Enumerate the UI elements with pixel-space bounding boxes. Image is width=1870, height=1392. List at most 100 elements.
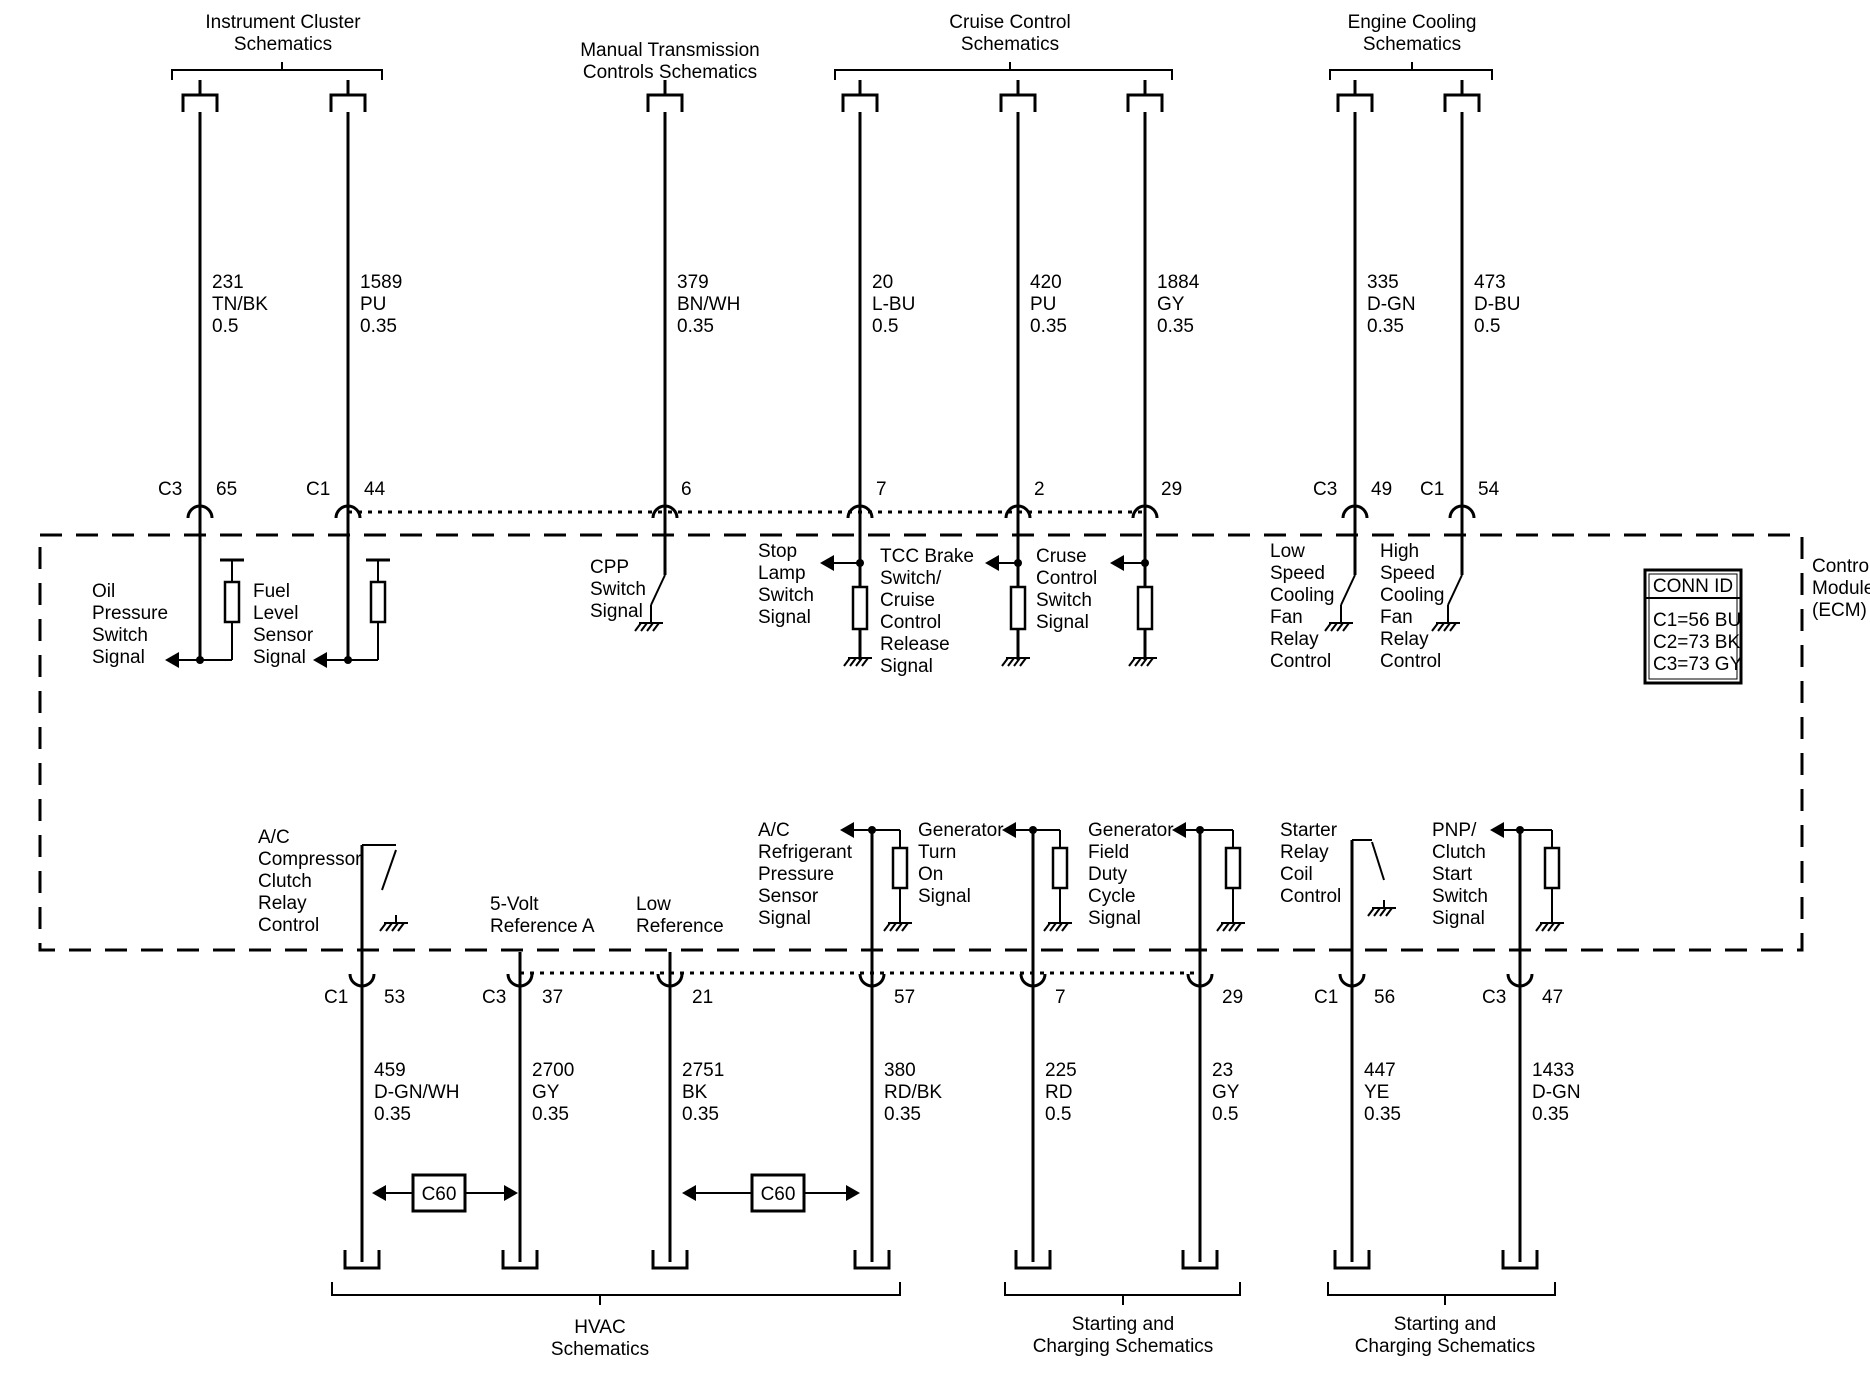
signal-label: Generator xyxy=(918,820,1004,841)
signal-label: Starter xyxy=(1280,820,1338,841)
signal-label: Signal xyxy=(918,886,971,907)
conn-id-line2: C2=73 BK xyxy=(1653,632,1740,653)
circuit-number: 2751 xyxy=(682,1060,724,1081)
signal-label: Stop xyxy=(758,541,797,562)
signal-label: Relay xyxy=(1280,842,1329,863)
wire-color: GY xyxy=(1157,294,1185,315)
wire-color: BN/WH xyxy=(677,294,740,315)
circuit-number: 23 xyxy=(1212,1060,1233,1081)
wire-gauge: 0.5 xyxy=(212,316,238,337)
diagram-static-graphics xyxy=(38,62,1804,1305)
connector-id: C3 xyxy=(1313,479,1337,500)
pin-number: 49 xyxy=(1371,479,1392,500)
connector-id: C1 xyxy=(324,987,348,1008)
wire-terminal xyxy=(181,93,219,112)
wire-terminal xyxy=(1336,93,1374,112)
wire-gauge: 0.5 xyxy=(872,316,898,337)
signal-label: On xyxy=(918,864,943,885)
control-module-label: Control Module (ECM) xyxy=(1812,556,1870,621)
connector-id: C1 xyxy=(1314,987,1338,1008)
header-bracket-engine-cooling xyxy=(1329,62,1493,80)
signal-label: Start xyxy=(1432,864,1473,885)
connector-id: C3 xyxy=(1482,987,1506,1008)
signal-label: Cruise xyxy=(880,590,935,611)
wire-gauge: 0.35 xyxy=(1367,316,1404,337)
signal-label: Clutch xyxy=(258,871,312,892)
header-bracket-starting-charging-2 xyxy=(1327,1282,1556,1305)
header-starting-charging-1-line2: Charging Schematics xyxy=(1033,1336,1214,1357)
wire-gauge: 0.35 xyxy=(374,1104,411,1125)
wire-terminal xyxy=(1443,93,1481,112)
signal-label: Clutch xyxy=(1432,842,1486,863)
wire-gauge: 0.35 xyxy=(360,316,397,337)
signal-label: PNP/ xyxy=(1432,820,1477,841)
wire-color: D-GN xyxy=(1367,294,1416,315)
signal-label: Signal xyxy=(1036,612,1089,633)
header-engine-cooling-line1: Engine Cooling xyxy=(1348,12,1477,33)
signal-label: Oil xyxy=(92,581,115,602)
circuit-number: 380 xyxy=(884,1060,916,1081)
header-hvac-line1: HVAC xyxy=(574,1317,625,1338)
header-bracket-starting-charging-1 xyxy=(1004,1282,1241,1305)
conn-id-title: CONN ID xyxy=(1653,576,1733,597)
header-bracket-hvac xyxy=(331,1282,901,1305)
pin-number: 21 xyxy=(692,987,713,1008)
control-module-boundary xyxy=(38,533,1804,952)
signal-label: Fan xyxy=(1270,607,1303,628)
splice-c60-left xyxy=(372,1173,518,1213)
signal-label: Signal xyxy=(1088,908,1141,929)
signal-label: Relay xyxy=(258,893,307,914)
signal-label: Switch xyxy=(92,625,148,646)
wire-terminal xyxy=(1333,1250,1371,1270)
wire-terminal xyxy=(329,93,367,112)
signal-label: Switch xyxy=(1432,886,1488,907)
circuit-number: 447 xyxy=(1364,1060,1396,1081)
wire-terminal xyxy=(501,1250,539,1270)
wire-gauge: 0.35 xyxy=(1364,1104,1401,1125)
wire-gauge: 0.35 xyxy=(1157,316,1194,337)
pin-number: 2 xyxy=(1034,479,1045,500)
wire-color: PU xyxy=(1030,294,1056,315)
conn-id-line1: C1=56 BU xyxy=(1653,610,1741,631)
signal-label: Lamp xyxy=(758,563,806,584)
signal-label: Switch xyxy=(1036,590,1092,611)
signal-label: TCC Brake xyxy=(880,546,974,567)
signal-label: Turn xyxy=(918,842,956,863)
signal-label: Reference xyxy=(636,916,724,937)
signal-label: Signal xyxy=(590,601,643,622)
pin-number: 54 xyxy=(1478,479,1500,500)
header-instrument-cluster-line1: Instrument Cluster xyxy=(205,12,361,33)
signal-label: Signal xyxy=(880,656,933,677)
pin-number: 65 xyxy=(216,479,237,500)
signal-label: Fan xyxy=(1380,607,1413,628)
signal-label: Cooling xyxy=(1270,585,1334,606)
signal-label: Signal xyxy=(1432,908,1485,929)
signal-label: Pressure xyxy=(92,603,168,624)
signal-label: Switch xyxy=(758,585,814,606)
circuit-number: 2700 xyxy=(532,1060,574,1081)
wire-terminal xyxy=(999,93,1037,112)
wire-color: D-GN/WH xyxy=(374,1082,459,1103)
wire-terminal xyxy=(1126,93,1164,112)
circuit-number: 473 xyxy=(1474,272,1506,293)
signal-label: Speed xyxy=(1380,563,1435,584)
pin-number: 47 xyxy=(1542,987,1563,1008)
wire-color: D-BU xyxy=(1474,294,1520,315)
signal-label: Refrigerant xyxy=(758,842,853,863)
bottom-wire-380: 380RD/BK0.3557A/CRefrigerantPressureSens… xyxy=(758,820,942,1270)
signal-label: Cycle xyxy=(1088,886,1136,907)
signal-label: Pressure xyxy=(758,864,834,885)
circuit-number: 420 xyxy=(1030,272,1062,293)
splice-c60-right xyxy=(682,1173,860,1213)
pin-number: 37 xyxy=(542,987,563,1008)
wire-color: BK xyxy=(682,1082,708,1103)
